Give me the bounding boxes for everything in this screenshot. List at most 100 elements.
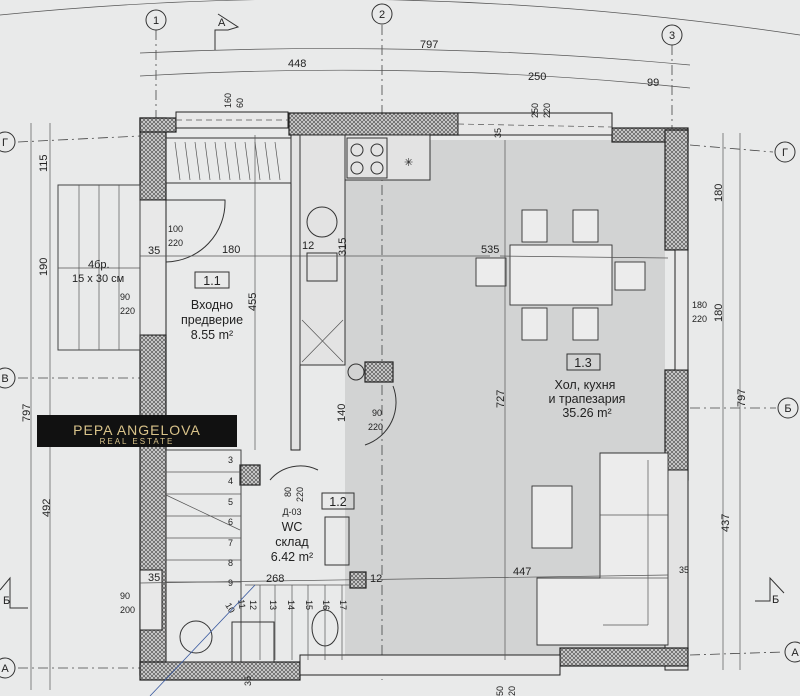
svg-text:220: 220 — [168, 238, 183, 248]
svg-text:13: 13 — [268, 600, 278, 610]
svg-text:535: 535 — [481, 244, 499, 256]
entry-door-swing — [165, 199, 226, 263]
svg-text:10: 10 — [223, 601, 237, 615]
svg-text:35: 35 — [243, 676, 253, 686]
wardrobe — [165, 137, 292, 184]
svg-text:14: 14 — [286, 600, 296, 610]
wc-fixtures — [179, 465, 350, 663]
svg-text:35: 35 — [148, 245, 160, 257]
svg-text:17: 17 — [338, 600, 348, 610]
svg-text:WC: WC — [282, 520, 303, 534]
section-mark-top: А — [214, 13, 240, 50]
svg-text:455: 455 — [247, 293, 259, 311]
dimensions-left: 115 190 797 492 — [21, 123, 53, 690]
svg-text:115: 115 — [38, 154, 50, 172]
svg-text:315: 315 — [337, 238, 349, 256]
svg-text:35: 35 — [679, 565, 689, 575]
agency-logo: PEPA ANGELOVA REAL ESTATE — [37, 415, 237, 447]
svg-text:7: 7 — [228, 538, 233, 548]
svg-text:PEPA ANGELOVA: PEPA ANGELOVA — [73, 422, 201, 438]
svg-text:180: 180 — [713, 304, 725, 322]
annotation-line — [149, 584, 256, 696]
svg-text:35: 35 — [493, 128, 503, 138]
svg-text:220: 220 — [692, 314, 707, 324]
svg-text:250: 250 — [528, 71, 546, 83]
svg-text:15 х 30 см: 15 х 30 см — [72, 273, 124, 285]
kitchen-counter: ✳ — [299, 134, 431, 366]
extractor-icon: ✳ — [404, 157, 413, 169]
svg-text:35.26 m²: 35.26 m² — [562, 406, 611, 420]
svg-text:180: 180 — [222, 244, 240, 256]
svg-text:90: 90 — [120, 292, 130, 302]
svg-text:220: 220 — [295, 487, 305, 502]
exterior-stairs: 4бр. 15 х 30 см — [57, 184, 141, 351]
svg-text:Г: Г — [782, 147, 788, 159]
svg-text:180: 180 — [713, 184, 725, 202]
svg-text:190: 190 — [38, 258, 50, 276]
svg-text:и трапезария: и трапезария — [549, 392, 626, 406]
svg-text:8.55 m²: 8.55 m² — [191, 328, 233, 342]
svg-text:797: 797 — [420, 39, 438, 51]
svg-text:180: 180 — [692, 300, 707, 310]
svg-text:6: 6 — [228, 517, 233, 527]
svg-text:8: 8 — [228, 558, 233, 568]
svg-text:Б: Б — [3, 595, 10, 607]
svg-text:15: 15 — [304, 600, 314, 610]
svg-text:1: 1 — [153, 15, 159, 27]
svg-text:90: 90 — [372, 408, 382, 418]
axis-marker-g-left: Г — [0, 131, 16, 153]
section-mark-right: Б — [755, 576, 785, 606]
svg-text:60: 60 — [235, 98, 245, 108]
room-1-3-label: 1.3 Хол, кухня и трапезария 35.26 m² — [549, 353, 626, 420]
svg-text:220: 220 — [542, 103, 552, 118]
svg-text:12: 12 — [248, 600, 258, 610]
svg-text:250: 250 — [530, 103, 540, 118]
svg-text:1.2: 1.2 — [329, 495, 346, 509]
axis-marker-g-right: Г — [774, 141, 796, 163]
svg-text:2: 2 — [379, 9, 385, 21]
svg-text:727: 727 — [495, 390, 507, 408]
svg-text:Г: Г — [2, 137, 8, 149]
axis-marker-b-right: Б — [777, 397, 799, 419]
dimensions-right: 180 180 797 437 — [713, 133, 748, 670]
svg-text:160: 160 — [223, 93, 233, 108]
svg-text:Входно: Входно — [191, 298, 233, 312]
svg-text:6.42 m²: 6.42 m² — [271, 550, 313, 564]
svg-text:3: 3 — [228, 455, 233, 465]
svg-text:1.3: 1.3 — [574, 356, 591, 370]
svg-text:200: 200 — [120, 605, 135, 615]
svg-text:9: 9 — [228, 578, 233, 588]
dining-set — [475, 209, 646, 341]
windows — [139, 111, 689, 676]
svg-text:А: А — [791, 647, 799, 659]
svg-text:268: 268 — [266, 573, 284, 585]
svg-text:Хол, кухня: Хол, кухня — [555, 378, 616, 392]
svg-text:1.1: 1.1 — [203, 274, 220, 288]
walls — [139, 112, 689, 681]
coffee-table — [531, 485, 573, 549]
axis-marker-v-left: В — [0, 367, 16, 389]
axis-marker-1: 1 — [145, 9, 167, 31]
axis-marker-3: 3 — [661, 24, 683, 46]
svg-text:220: 220 — [120, 306, 135, 316]
svg-text:12: 12 — [302, 240, 314, 252]
svg-text:предверие: предверие — [181, 313, 243, 327]
svg-text:16: 16 — [321, 600, 331, 610]
svg-text:80: 80 — [283, 487, 293, 497]
svg-text:20: 20 — [507, 686, 517, 696]
svg-text:REAL ESTATE: REAL ESTATE — [100, 437, 175, 446]
interior-stairs — [165, 449, 350, 663]
svg-text:Б: Б — [772, 594, 779, 606]
dimensions-top: 797 448 250 99 — [139, 39, 691, 89]
svg-text:А: А — [218, 17, 226, 29]
room-1-2-label: 1.2 Д-03 WC склад 6.42 m² — [271, 492, 355, 564]
svg-text:220: 220 — [368, 422, 383, 432]
svg-text:35: 35 — [148, 572, 160, 584]
svg-text:90: 90 — [120, 591, 130, 601]
sofa — [536, 452, 669, 646]
svg-text:Б: Б — [784, 403, 791, 415]
svg-text:448: 448 — [288, 58, 306, 70]
svg-text:797: 797 — [736, 389, 748, 407]
stair-step-numbers: 3 4 5 6 7 8 9 10 11 12 13 14 15 16 17 — [223, 455, 348, 615]
